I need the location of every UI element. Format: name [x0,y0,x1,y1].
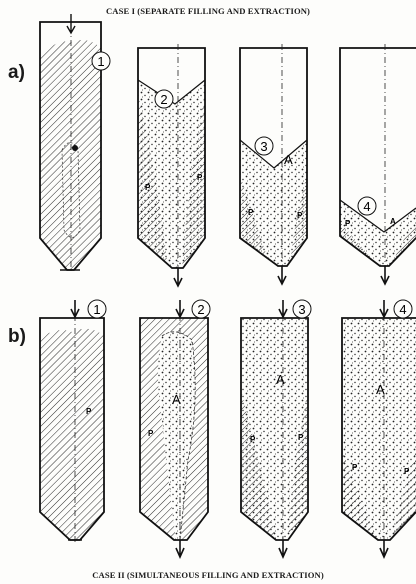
step-number: 4 [363,199,370,214]
step-number: 2 [160,92,167,107]
silo-a4: 4 P A [340,44,416,284]
silo-b2: 2 A P [140,300,210,557]
zone-label: P [145,183,151,192]
step-number: 3 [260,139,267,154]
zone-label: P [86,407,92,416]
zone-label: P [345,219,351,228]
silo-a1: 1 [40,14,110,272]
silo-b1: 1 P [40,300,106,544]
zone-label: P [248,208,254,217]
zone-label: A [376,382,385,397]
silo-a3: 3 A P P [240,44,307,284]
silo-a2: 2 P P [138,44,205,286]
step-number: 4 [399,302,406,317]
zone-label: P [250,435,256,444]
zone-label: P [352,463,358,472]
step-number: 3 [298,302,305,317]
zone-label: P [404,467,410,476]
silo-b4: 4 A P P [342,300,416,557]
zone-label: P [197,173,203,182]
step-number: 1 [97,54,104,69]
zone-label: A [284,152,293,167]
zone-label: P [298,433,304,442]
zone-label: A [390,217,396,226]
zone-label: P [297,211,303,220]
step-number: 2 [197,302,204,317]
zone-label: A [172,392,181,407]
silo-b3: 3 A P P [241,300,311,557]
zone-label: A [276,372,285,387]
step-number: 1 [93,302,100,317]
zone-label: P [148,429,154,438]
